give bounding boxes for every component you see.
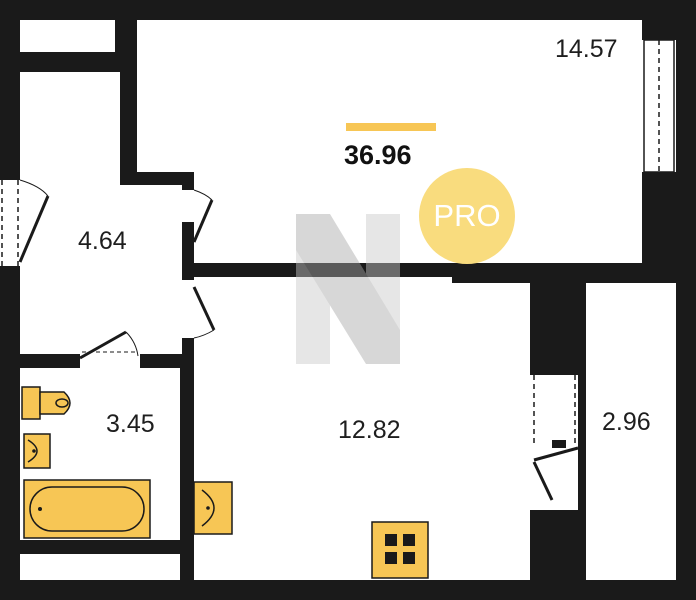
wall-hall-step — [120, 172, 190, 185]
door-living-arc — [193, 189, 213, 201]
room-area-living: 14.57 — [555, 35, 618, 63]
wall-hall-jamb-top — [182, 172, 194, 190]
door-bath-leaf — [79, 330, 127, 360]
toilet-icon — [21, 386, 71, 420]
door-living-leaf — [192, 199, 214, 243]
room-area-kitchen: 12.82 — [338, 416, 401, 444]
bathroom-fixtures — [21, 386, 151, 539]
wall-loggia-inner — [578, 277, 586, 580]
wall-left — [0, 0, 20, 600]
wall-hall-living — [120, 20, 137, 185]
pro-badge: PRO — [419, 168, 515, 264]
wall-window-bottom — [642, 172, 676, 283]
logo-watermark — [296, 214, 400, 364]
kitchen-fixtures — [193, 481, 429, 579]
door-entrance-leaf — [18, 195, 50, 263]
doors — [18, 179, 579, 501]
door-loggia-leaf — [532, 461, 554, 501]
room-area-loggia: 2.96 — [602, 408, 651, 436]
door-bath-arc — [125, 331, 139, 357]
wall-bath-top-left — [20, 354, 80, 368]
door-opening-left — [0, 180, 20, 266]
total-area-accent-bar — [346, 123, 436, 131]
wall-loggia-bottom — [530, 510, 586, 580]
wall-bath-right — [180, 354, 194, 580]
wall-bottom — [0, 580, 696, 600]
door-entrance-arc — [19, 179, 49, 197]
door-kitchen-leaf — [192, 286, 216, 331]
wall-right — [676, 0, 696, 600]
door-kitchen-arc — [193, 329, 215, 339]
wall-top — [0, 0, 696, 20]
wall-loggia-top — [530, 277, 586, 375]
wall-window-top — [642, 20, 676, 40]
pro-badge-text: PRO — [433, 198, 501, 233]
room-area-hall: 4.64 — [78, 227, 127, 255]
door-loggia-frame — [533, 446, 579, 462]
bathtub-icon — [23, 479, 151, 539]
wall-bath-bottom — [20, 540, 194, 554]
door-loggia-handle — [552, 440, 566, 448]
room-area-bathroom: 3.45 — [106, 410, 155, 438]
stove-icon — [371, 521, 429, 579]
wall-closet-bottom — [20, 52, 137, 72]
kitchen-sink-icon — [193, 481, 233, 535]
wall-living-kitchen-right — [452, 263, 676, 283]
sink-icon — [23, 433, 51, 469]
total-area: 36.96 — [344, 140, 412, 170]
